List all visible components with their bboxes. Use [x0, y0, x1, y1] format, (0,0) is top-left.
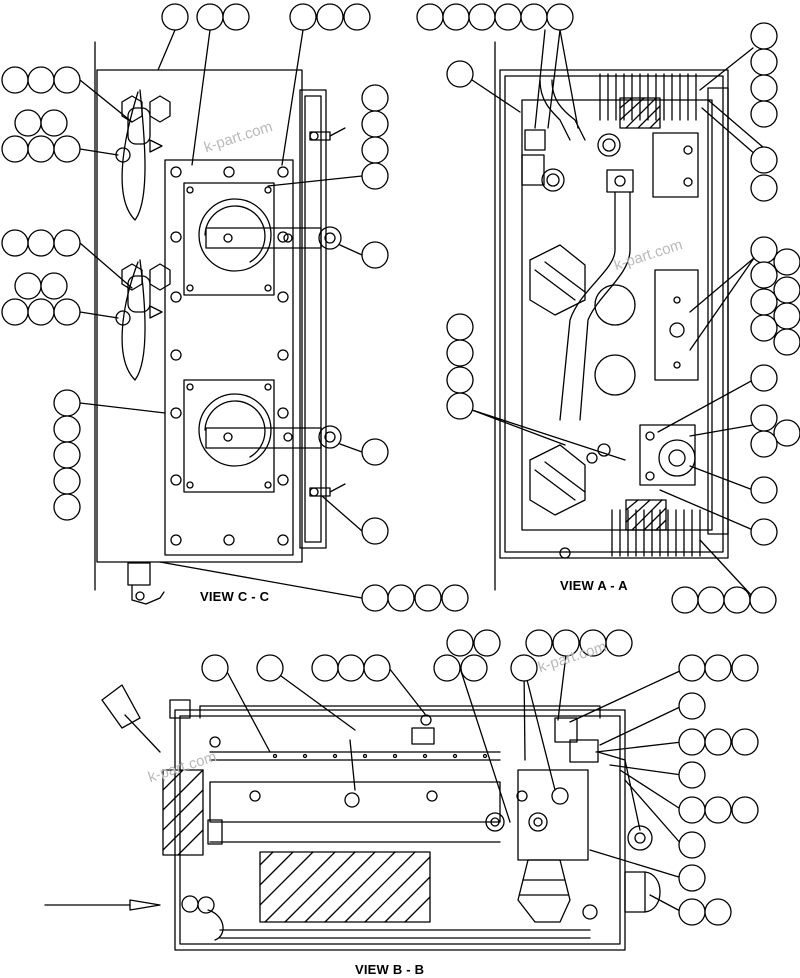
view-b-drawing: [44, 654, 683, 951]
view-b-label: VIEW B - B: [355, 962, 425, 977]
view-c-drawing: [79, 29, 363, 605]
view-a-drawing: [471, 29, 765, 598]
view-a-label: VIEW A - A: [560, 578, 628, 593]
view-c-label: VIEW C - C: [200, 589, 270, 604]
callout-bubbles: [1, 3, 800, 926]
